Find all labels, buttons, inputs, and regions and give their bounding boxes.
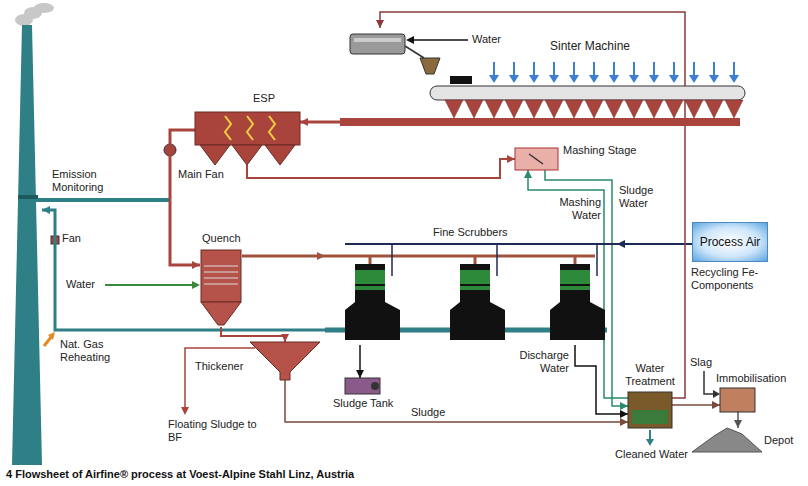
node-label: Depot [764,434,793,447]
water-treatment: Water Treatment [628,392,672,428]
pipe-connector [300,118,340,126]
edge-label: Recycling Fe-Components [690,266,776,292]
esp: ESP [195,90,300,165]
process-air: Process Air [692,222,768,262]
pipe-connector [247,155,515,178]
arrow-head [42,206,50,214]
immobilisation-shape [720,388,755,412]
arrow-head [281,334,289,342]
arrow-head [192,261,200,269]
node-label: Sinter Machine [550,40,630,53]
pipe-connector [221,327,289,342]
node-label: ESP [253,92,275,105]
sinter-machine: Sinter Machine [340,28,752,128]
arrow-head [620,418,628,426]
arrow-head [712,401,720,409]
edge-label: Sludge [410,406,446,419]
node-label: Fine Scrubbers [433,226,508,239]
stack: Emission Monitoring [12,25,42,465]
depot-shape [692,428,762,452]
fan-label: Fan [62,232,81,245]
arrow-head [617,240,625,248]
node-label: Water Treatment [622,362,678,388]
figure-caption: 4 Flowsheet of Airfine® process at Voest… [6,468,354,481]
arrow-head [524,170,532,178]
fine-scrubbers-shape [325,222,617,345]
node-label: Emission Monitoring [52,168,127,194]
pipe-line [170,130,200,265]
quench-vessel: Quench [200,232,242,327]
arrow-head [734,420,742,428]
pipe-line [617,243,692,245]
arrow-head [356,370,364,378]
pipe-connector [285,380,628,426]
mashing-stage: Mashing Stage [515,148,558,170]
node-label: Quench [202,232,241,245]
pipe-connector [376,12,685,398]
pipe-connector [42,206,325,330]
fan-label: Main Fan [178,168,224,181]
pipe-connector [672,401,720,409]
immobilisation: Immobilisation [720,388,755,412]
node-label: Thickener [195,360,243,373]
pipe-line [575,345,628,414]
pipe-line [247,159,515,178]
node-label: Mashing Stage [563,144,636,157]
node-label: Immobilisation [716,372,786,385]
mashing-stage-shape [515,148,558,170]
sinter-machine-shape [340,28,752,128]
water-treatment-shape [628,392,672,428]
pipe-line [285,380,628,422]
pipe-connector [575,345,628,418]
output-label: Cleaned Water [615,448,688,461]
edge-label: Mashing Water [548,196,602,222]
esp-shape [195,90,300,165]
stack-shape [12,25,42,465]
fine-scrubbers: Fine Scrubbers [325,222,617,345]
node-label: Sludge Tank [333,397,393,410]
sludge-tank-shape [345,378,380,394]
arrow-head [317,252,325,260]
pipe-connector [242,252,325,260]
sludge-tank: Sludge Tank [345,378,380,394]
pipe-connector [734,412,742,428]
pipe-line [242,255,325,258]
pipe-connector [617,240,692,248]
arrow-head [620,402,628,410]
thickener-shape [250,342,320,380]
pipe-line [42,210,325,330]
input-label: Slag [690,356,712,369]
input-label: Water [66,278,95,291]
input-label: Nat. Gas Reheating [60,338,140,364]
pipe-connector [356,345,364,378]
quench-vessel-shape [200,232,242,327]
thickener: Thickener [250,342,320,380]
node-label: Process Air [700,236,761,249]
arrow-head [507,155,515,163]
edge-label: Discharge Water [488,349,570,375]
input-label: Water [472,33,501,46]
depot: Depot [692,428,762,452]
arrow-head [376,20,384,28]
pipe-line [380,12,685,398]
output-label: Floating Sludge to BF [168,418,258,444]
arrow-head [620,410,628,418]
pipe-line [221,327,285,342]
edge-label: Sludge Water [618,184,672,210]
arrow-head [300,118,308,126]
pipe-connector [170,130,200,269]
